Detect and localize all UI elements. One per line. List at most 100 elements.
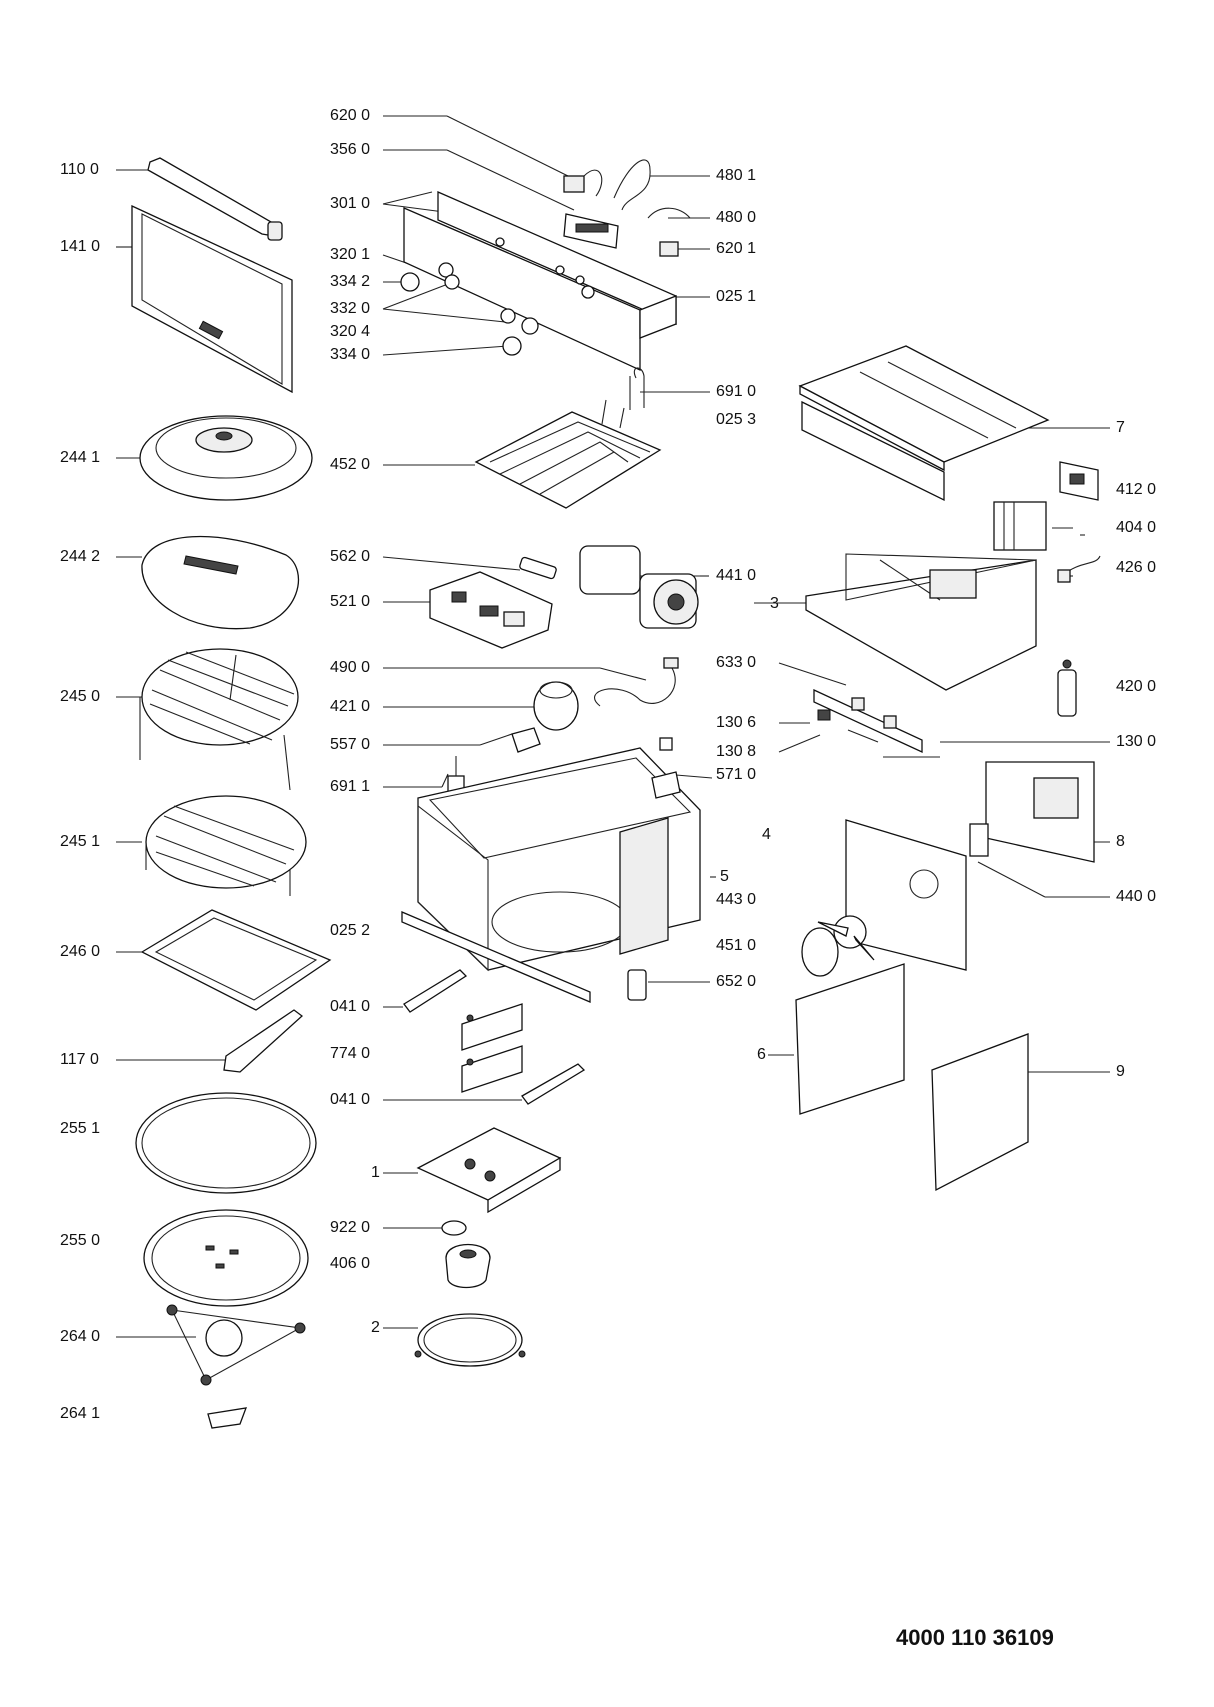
low-rack-part: [145, 795, 307, 896]
label-041-0-upper: 041 0: [330, 998, 371, 1015]
label-8: 8: [1116, 833, 1125, 850]
knobs-part: [400, 262, 539, 356]
label-246-0: 246 0: [60, 943, 101, 960]
label-4: 4: [762, 826, 771, 843]
label-025-3: 025 3: [716, 411, 757, 428]
label-356-0: 356 0: [330, 141, 371, 158]
label-334-0: 334 0: [330, 346, 371, 363]
label-5: 5: [720, 868, 729, 885]
hinge-part-lower: [521, 1063, 586, 1105]
label-264-1: 264 1: [60, 1405, 101, 1422]
label-130-0: 130 0: [1116, 733, 1157, 750]
label-245-1: 245 1: [60, 833, 101, 850]
label-922-0: 922 0: [330, 1219, 371, 1236]
label-025-1: 025 1: [716, 288, 757, 305]
transformer-part: [1059, 461, 1099, 501]
sensor-part-6910: [629, 367, 645, 410]
label-141-0: 141 0: [60, 238, 101, 255]
label-490-0: 490 0: [330, 659, 371, 676]
label-245-0: 245 0: [60, 688, 101, 705]
fan-blade-part: [817, 915, 875, 961]
label-421-0: 421 0: [330, 698, 371, 715]
capacitor-part: [533, 681, 579, 731]
label-301-0: 301 0: [330, 195, 371, 212]
label-557-0: 557 0: [330, 736, 371, 753]
connector-part-6201: [659, 241, 679, 257]
connector-part-6200: [563, 169, 603, 197]
label-412-0: 412 0: [1116, 481, 1157, 498]
grill-element-part: [474, 399, 662, 509]
label-130-8: 130 8: [716, 743, 757, 760]
fan-motor-part: [579, 545, 699, 629]
label-480-0: 480 0: [716, 209, 757, 226]
power-cord-part: [594, 657, 679, 707]
side-panel-6-part: [795, 963, 905, 1115]
glass-turntable-part: [143, 1209, 309, 1307]
back-panel-part: [845, 819, 967, 971]
fuse-part-5620: [519, 556, 557, 580]
turntable-motor-part: [445, 1244, 491, 1289]
interlock-switch-part: [813, 688, 923, 754]
fan-bracket-ring-part: [801, 927, 839, 977]
grill-cover-oval-part: [141, 535, 300, 630]
lamp-socket-part: [1057, 659, 1077, 717]
roller-support-part: [166, 1304, 306, 1386]
label-441-0: 441 0: [716, 567, 757, 584]
label-652-0: 652 0: [716, 973, 757, 990]
label-334-2: 334 2: [330, 273, 371, 290]
label-633-0: 633 0: [716, 654, 757, 671]
label-110-0: 110 0: [60, 161, 99, 178]
coupler-part: [207, 1407, 248, 1429]
label-443-0: 443 0: [716, 891, 757, 908]
label-406-0: 406 0: [330, 1255, 371, 1272]
gripper-handle-part: [223, 1009, 304, 1073]
outer-casing-part: [798, 345, 1050, 472]
washer-part-9220: [441, 1220, 467, 1236]
document-number: 4000 110 36109: [896, 1625, 1054, 1650]
door-handle-part: [147, 157, 283, 241]
label-1: 1: [371, 1164, 380, 1181]
base-plate-part: [416, 1127, 562, 1214]
support-ring-part: [414, 1313, 526, 1367]
label-320-1: 320 1: [330, 246, 371, 263]
label-264-0: 264 0: [60, 1328, 101, 1345]
label-521-0: 521 0: [330, 593, 371, 610]
label-255-1: 255 1: [60, 1120, 101, 1137]
label-404-0: 404 0: [1116, 519, 1157, 536]
magnetron-part: [993, 501, 1047, 551]
label-691-1: 691 1: [330, 778, 371, 795]
label-041-0-lower: 041 0: [330, 1091, 371, 1108]
label-562-0: 562 0: [330, 548, 371, 565]
label-480-1: 480 1: [716, 167, 757, 184]
label-3: 3: [770, 595, 779, 612]
label-244-1: 244 1: [60, 449, 101, 466]
grill-cover-round-part: [139, 415, 313, 501]
label-451-0: 451 0: [716, 937, 757, 954]
rotating-ring-seal-part: [135, 1092, 317, 1194]
thermostat-part-5570: [511, 727, 541, 753]
display-board-part: [563, 213, 619, 249]
lamp-part-6520: [627, 969, 647, 1001]
label-571-0: 571 0: [716, 766, 757, 783]
label-452-0: 452 0: [330, 456, 371, 473]
label-774-0: 774 0: [330, 1045, 371, 1062]
label-244-2: 244 2: [60, 548, 101, 565]
label-2: 2: [371, 1319, 380, 1336]
fan-part-4400: [969, 823, 989, 857]
label-7: 7: [1116, 419, 1125, 436]
leader-lines: [116, 115, 1110, 1338]
label-420-0: 420 0: [1116, 678, 1157, 695]
door-part: [131, 204, 293, 394]
interlock-part-5710: [651, 737, 681, 799]
label-620-1: 620 1: [716, 240, 757, 257]
label-426-0: 426 0: [1116, 559, 1157, 576]
crisp-plate-tray-part: [140, 909, 332, 1011]
wire-harness-part-4801: [613, 159, 651, 211]
screw-plate-part: [461, 1003, 523, 1093]
label-6: 6: [757, 1046, 766, 1063]
oven-cavity-part: [417, 747, 701, 972]
label-440-0: 440 0: [1116, 888, 1157, 905]
door-seal-strip-part: [401, 911, 591, 1003]
chassis-frame-part: [805, 553, 1037, 691]
